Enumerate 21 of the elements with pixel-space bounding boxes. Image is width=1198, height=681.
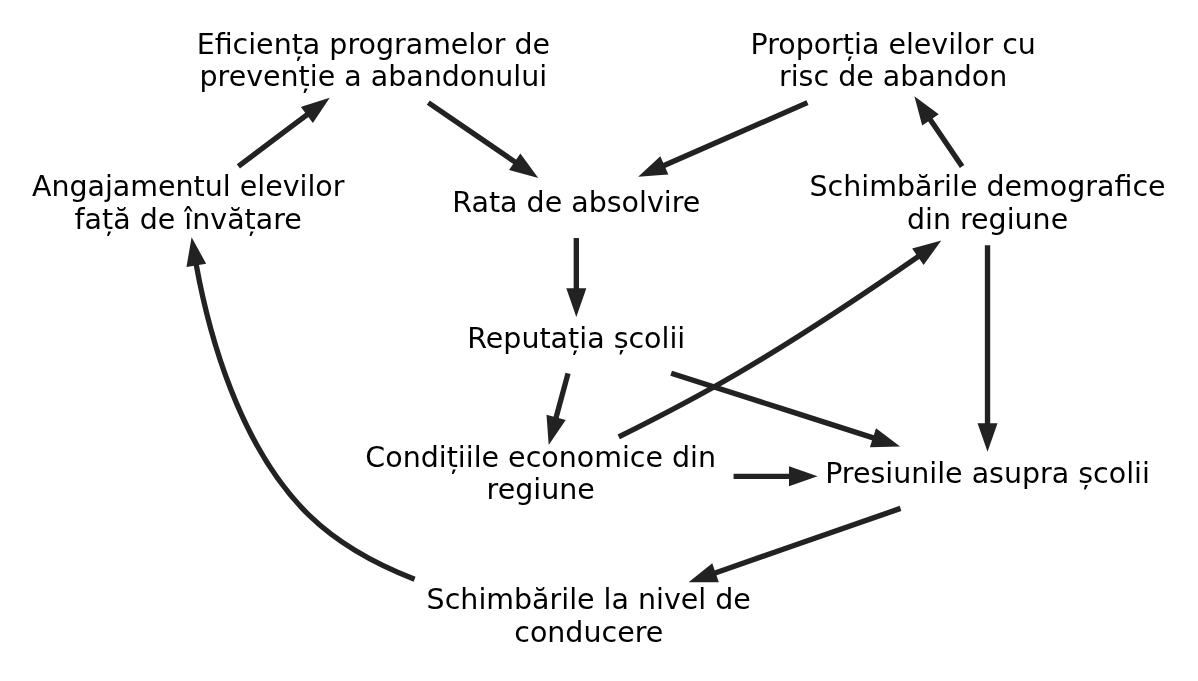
arrow	[688, 505, 902, 582]
arrow	[977, 244, 998, 452]
node-text: Presiunile asupra școlii	[825, 456, 1150, 490]
node-text: Eficiența programelor de prevenție a abandonului	[196, 27, 551, 93]
node-text: Condițiile economice din regiune	[365, 440, 717, 506]
node-text: Schimbările la nivel de conducere	[426, 582, 751, 648]
arrow	[617, 239, 942, 439]
arrow	[236, 97, 330, 168]
arrow	[186, 236, 416, 582]
arrow	[670, 370, 901, 447]
arrow	[914, 95, 965, 168]
arrow	[733, 465, 818, 486]
arrow	[426, 99, 539, 178]
arrow	[566, 237, 587, 317]
node-text: Proporția elevilor cu risc de abandon	[750, 27, 1036, 93]
node-text: Angajamentul elevilor față de învățare	[31, 169, 345, 235]
node-text: Schimbările demografice din regiune	[809, 169, 1166, 235]
arrow	[546, 372, 571, 445]
node-text: Reputația școlii	[467, 321, 686, 355]
arrow	[638, 99, 809, 177]
node-text: Rata de absolvire	[452, 185, 701, 219]
